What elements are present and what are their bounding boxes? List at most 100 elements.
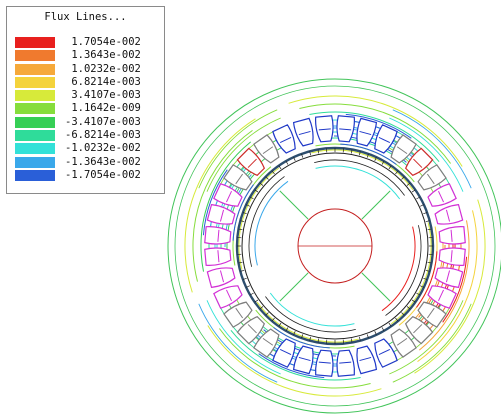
flux-contour [206,300,281,375]
stator-slot-coil [434,203,464,225]
legend-entry: 6.8214e-003 [15,76,165,89]
gap-tick [265,312,269,316]
slot-separator [426,173,435,185]
legend-title: Flux Lines... [44,11,127,23]
legend-entry: 1.7054e-002 [15,36,165,49]
legend-entry: 1.3643e-002 [15,49,165,62]
slot-separator [318,128,331,131]
legend-swatch [15,37,55,48]
slot-outline [253,328,280,358]
gap-tick [395,170,399,175]
rotor-magnet-edge [314,159,405,196]
rotor-magnet-arc [315,165,401,200]
gap-tick [285,160,289,165]
flux-contour [218,328,371,389]
motor-structure [235,146,435,346]
legend-swatch [15,156,55,168]
stator-slot-coil [206,203,236,225]
gap-tick [411,299,416,303]
rotor-surface [241,152,429,340]
legend-swatch [15,143,55,155]
gap-tick [381,327,385,332]
gap-tick [411,189,416,193]
legend-label: 1.1642e-009 [65,102,141,115]
slot-outline [253,134,280,164]
gap-tick [427,261,432,264]
slot-separator [445,209,451,222]
gap-tick [420,285,424,288]
stator-slot-coil [253,134,280,164]
gap-tick [358,151,361,156]
flux-contour [345,113,412,139]
stator-slot-coil [374,124,398,154]
legend: Flux Lines... 1.7054e-002 1.3643e-002 1.… [6,6,165,194]
gap-tick [350,338,353,343]
flux-contour [392,303,472,383]
stator-slot-coil [314,349,334,377]
gap-tick [425,269,430,272]
stator-slot-coil [223,301,253,328]
gap-tick [416,292,421,296]
stator-slot-coil [272,338,296,368]
legend-entry: 1.0232e-002 [15,63,165,76]
flux-contour [254,326,345,361]
flux-contour [418,220,470,351]
slot-outline [204,225,232,245]
slot-outline [272,338,296,368]
slot-separator [339,128,352,131]
gap-tick [401,176,405,180]
flux-contour [389,300,464,375]
stator-slot-coil [404,147,434,177]
slot-outline [292,345,314,375]
gap-tick [259,306,264,310]
stator-slot-coil [292,117,314,147]
slot-outline [213,183,243,207]
slot-separator [226,289,232,302]
gap-tick [301,334,304,339]
slot-outline [336,349,356,377]
stator-slot-coil [213,285,243,309]
slot-outline [314,349,334,377]
gap-tick [366,334,369,339]
slot-outline [213,285,243,309]
legend-label: 1.7054e-002 [65,36,141,48]
slot-separator [298,356,311,362]
slot-outline [390,328,417,358]
gap-tick [374,331,377,335]
stator-slot-coil [204,247,232,267]
flux-contour [184,118,256,293]
stator-slot-coil [374,338,398,368]
flux-contour [230,329,361,381]
slot-separator [339,361,352,364]
slot-separator [359,130,372,136]
slot-separator [426,307,435,319]
stator-slot-coil [417,301,447,328]
slot-separator [262,337,274,346]
legend-label: 1.0232e-002 [65,62,141,75]
flux-contour [206,117,281,192]
flux-contour [309,111,440,163]
gap-tick [423,212,428,215]
legend-entry: -3.4107e-003 [15,116,165,129]
gap-tick [240,220,245,223]
slot-separator [318,361,331,364]
slot-outline [374,338,398,368]
slot-outline [236,147,266,177]
legend-swatch [15,130,55,142]
legend-entry: -1.7054e-002 [15,169,165,182]
slot-separator [279,349,292,355]
legend-swatch [15,103,55,115]
gap-tick [406,306,411,310]
gap-tick [249,196,254,200]
slot-outline [356,117,378,147]
gap-tick [416,196,421,200]
gap-tick [240,269,245,272]
slot-separator [413,324,423,334]
gap-tick [285,327,289,332]
gap-tick [254,189,259,193]
legend-entry: -1.0232e-002 [15,142,165,155]
flux-contour [207,325,382,397]
legend-swatch [15,116,55,128]
stator-slot-coil [314,115,334,143]
slot-separator [413,158,423,168]
